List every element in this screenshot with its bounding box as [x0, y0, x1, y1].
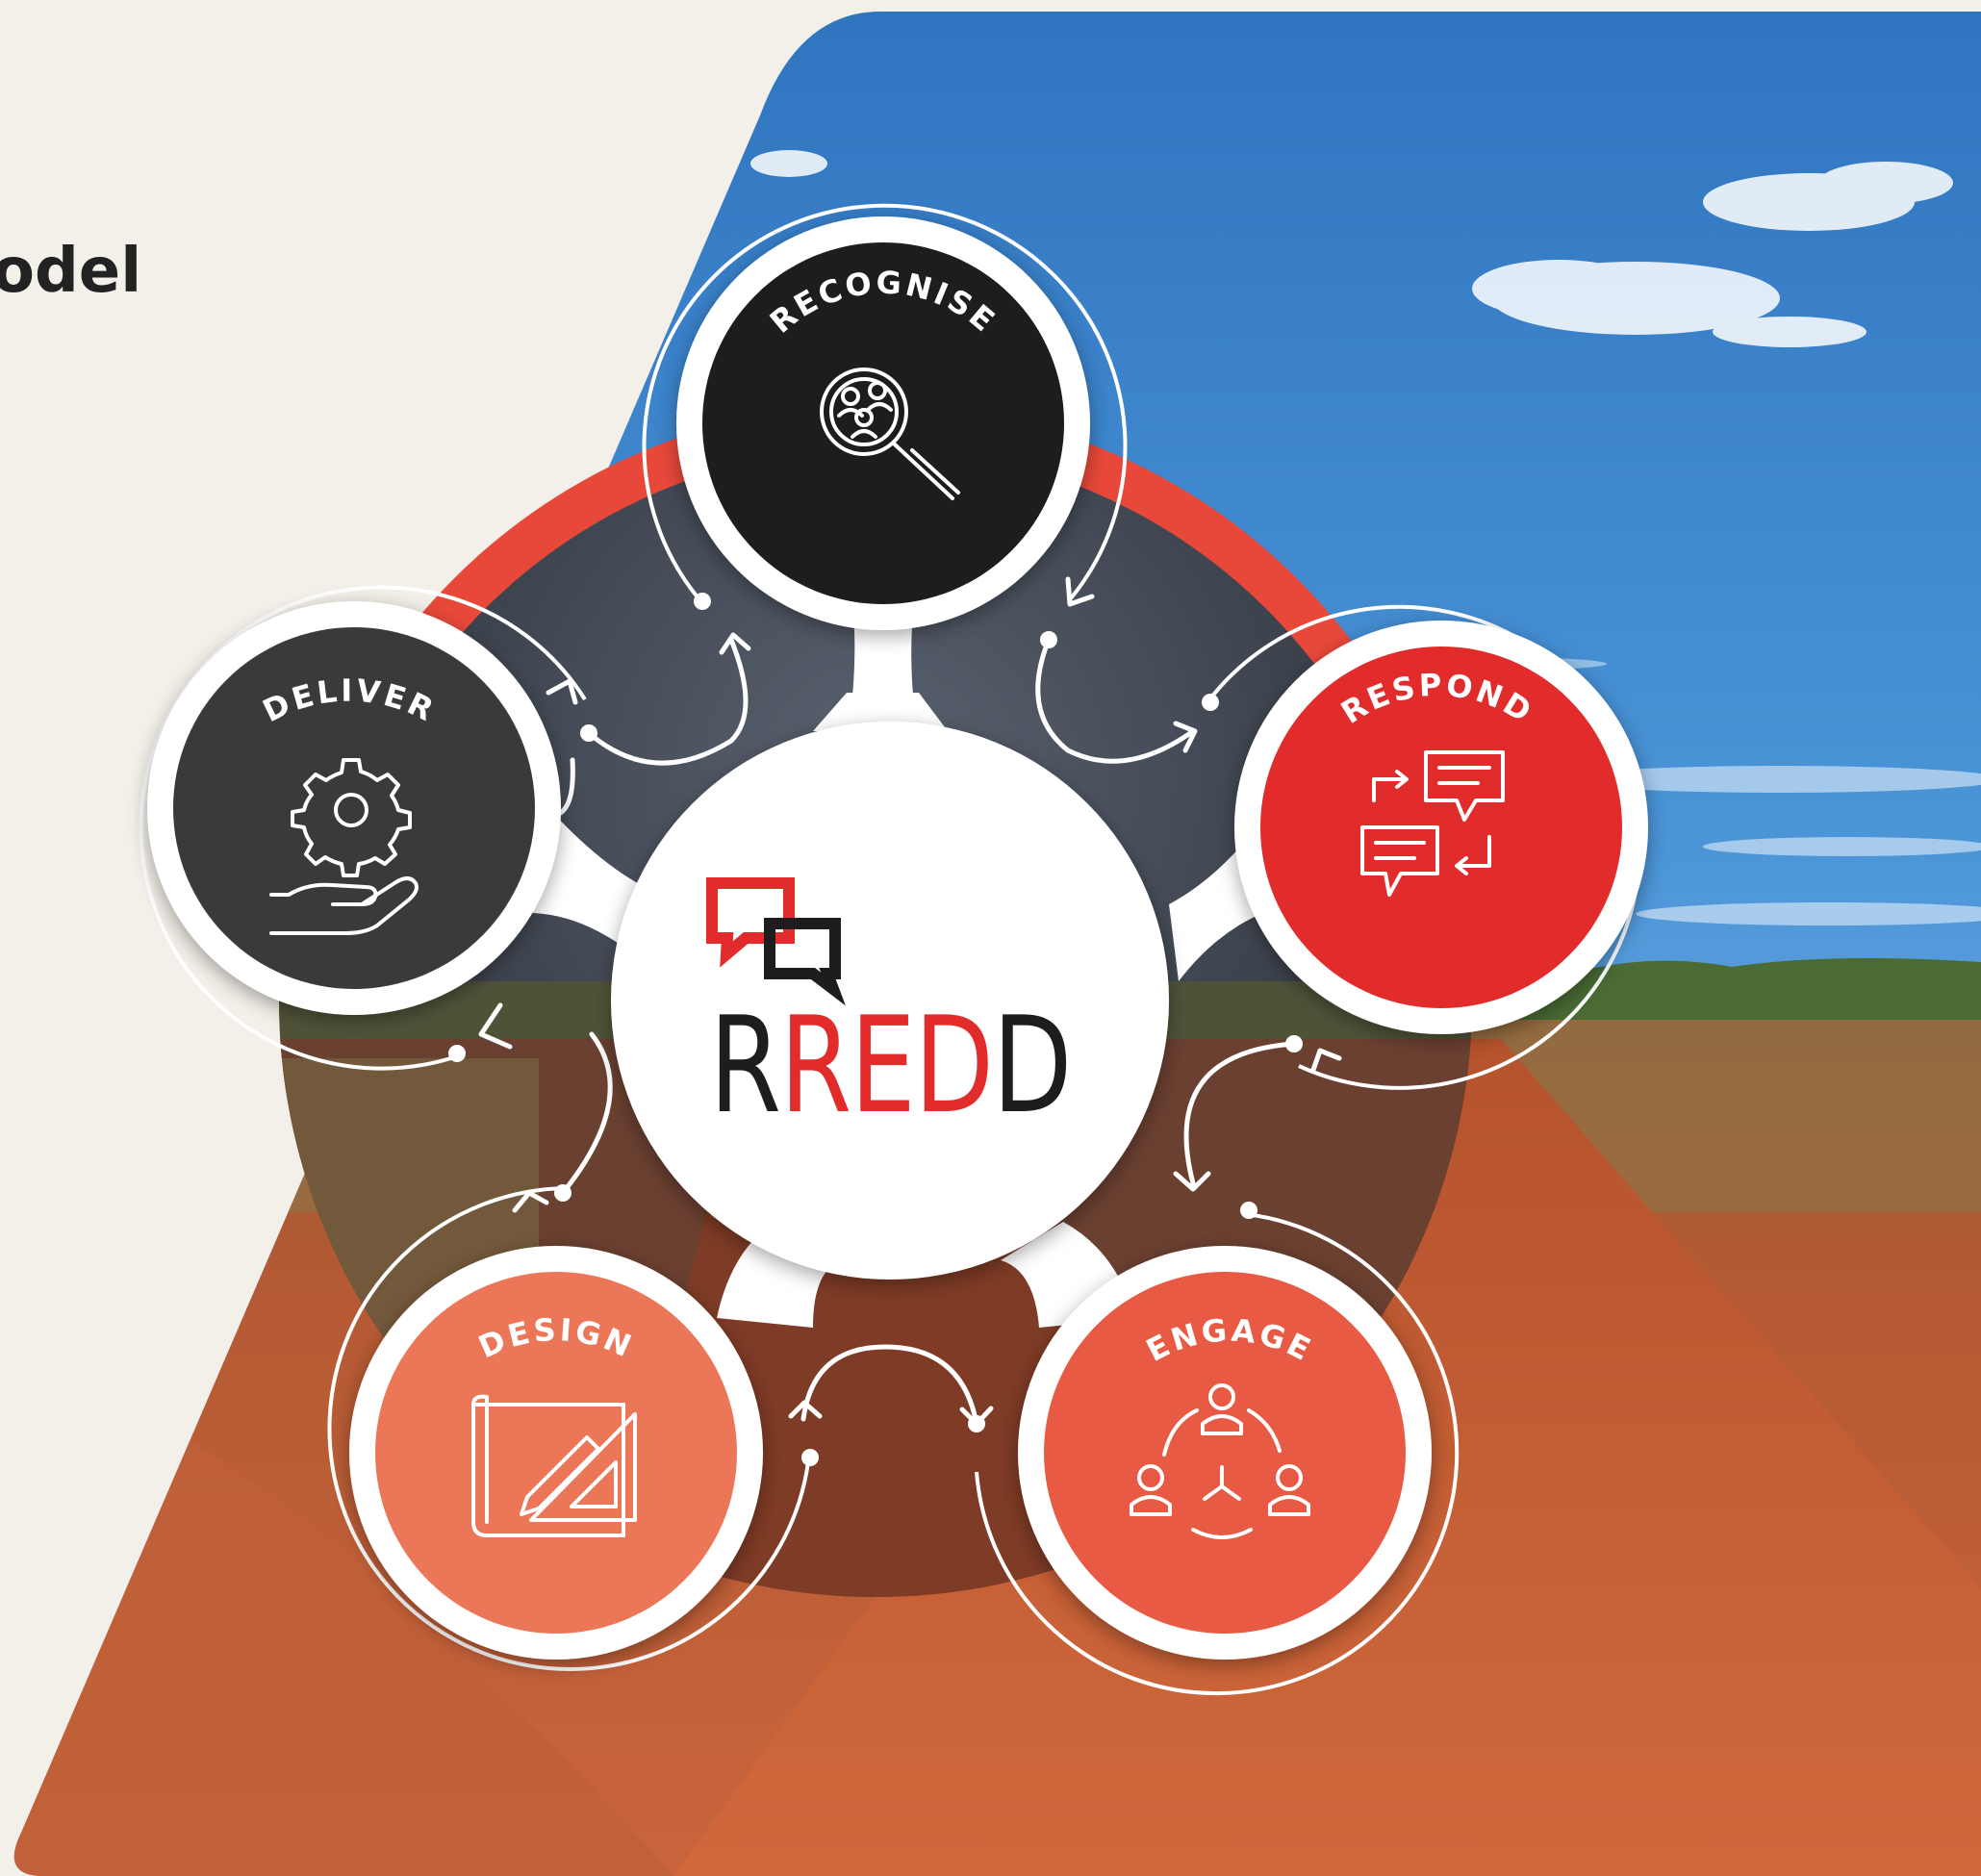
blueprint-pencil-icon: [471, 1394, 637, 1537]
stage-engage-disc: [1044, 1272, 1406, 1634]
stage-respond-disc: [1260, 646, 1622, 1008]
people-cycle-icon: [1130, 1383, 1310, 1539]
stage-design-disc: [375, 1272, 737, 1634]
arrow-heads: [478, 576, 1342, 1427]
logo-chat-bubbles-icon: [706, 877, 846, 1006]
magnifier-people-icon: [820, 368, 960, 500]
stage-recognise[interactable]: RECOGNISE: [676, 216, 1090, 630]
stage-deliver-disc: [173, 627, 535, 989]
stage-design[interactable]: DESIGN: [349, 1246, 763, 1660]
page-title-fragment: odel: [0, 236, 142, 307]
flow-arrows: [512, 637, 1297, 1427]
outer-guide-rings: [139, 203, 1642, 1696]
stage-deliver[interactable]: DELIVER: [147, 601, 561, 1015]
chat-exchange-icon: [1360, 750, 1505, 897]
flow-dots: [448, 593, 1303, 1466]
stage-recognise-disc: [702, 242, 1064, 604]
stage-respond[interactable]: RESPOND: [1234, 621, 1648, 1034]
gear-hand-icon: [269, 758, 419, 935]
logo-wordmark: RREDD: [709, 989, 1071, 1144]
center-logo-circle: RREDD: [611, 722, 1169, 1280]
stage-engage[interactable]: ENGAGE: [1018, 1246, 1432, 1660]
